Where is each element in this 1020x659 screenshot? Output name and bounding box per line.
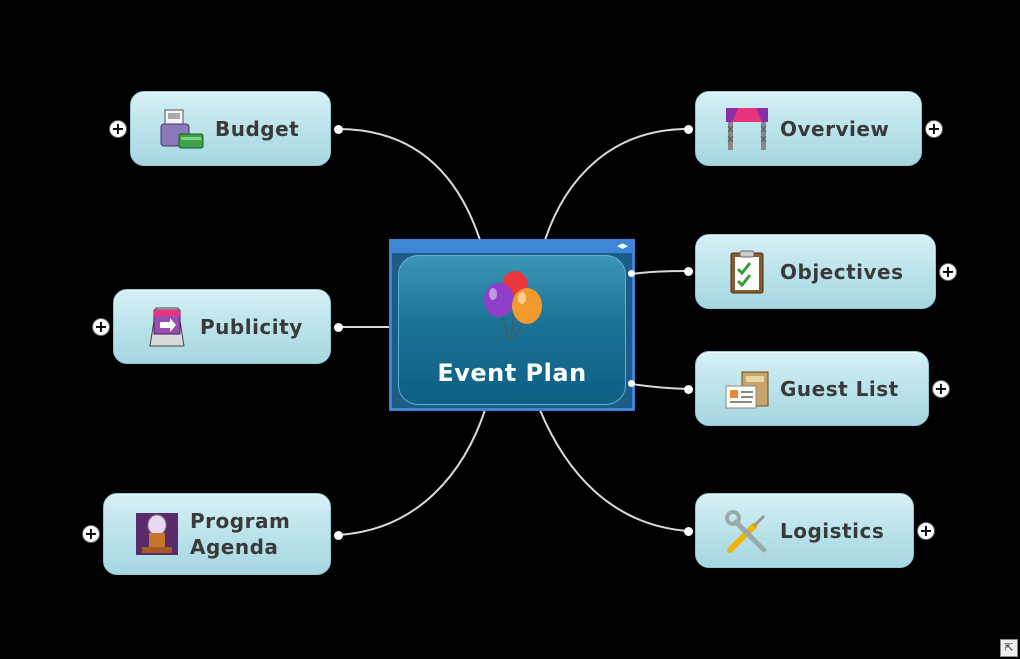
connector-dot	[684, 527, 693, 536]
stage-icon	[724, 106, 770, 152]
resize-corner-button[interactable]: ⇱	[1000, 639, 1018, 657]
cash-register-icon	[159, 106, 205, 152]
topic-label: Objectives	[780, 259, 904, 284]
link-budget	[337, 128, 481, 241]
central-topic-selection-frame[interactable]: ◂▸ Event Plan	[389, 239, 635, 411]
central-topic-label: Event Plan	[437, 359, 587, 387]
connector-dot	[334, 323, 343, 332]
connector-dot	[334, 125, 343, 134]
expand-objectives-button[interactable]: +	[939, 263, 957, 281]
topic-program-agenda[interactable]: Program Agenda	[103, 493, 331, 575]
wrench-screwdriver-icon	[724, 508, 770, 554]
topic-label-line1: Program	[190, 509, 291, 533]
link-objectives	[631, 270, 689, 275]
address-card-icon	[724, 366, 770, 412]
podium-icon	[134, 511, 180, 557]
expand-publicity-button[interactable]: +	[92, 318, 110, 336]
connector-dot	[628, 380, 635, 387]
expand-logistics-button[interactable]: +	[917, 522, 935, 540]
connector-dot	[684, 267, 693, 276]
topic-logistics[interactable]: Logistics	[695, 493, 914, 568]
central-topic[interactable]: Event Plan	[398, 255, 626, 405]
link-guest-list	[631, 383, 689, 390]
link-logistics	[539, 409, 689, 532]
topic-publicity[interactable]: Publicity	[113, 289, 331, 364]
balloons-icon	[479, 270, 549, 346]
connector-dot	[334, 531, 343, 540]
topic-budget[interactable]: Budget	[130, 91, 331, 166]
topic-label: Guest List	[780, 376, 899, 401]
topic-label-line2: Agenda	[190, 535, 279, 559]
connector-dot	[684, 385, 693, 394]
collapse-arrows-icon[interactable]: ◂▸	[616, 239, 628, 252]
expand-budget-button[interactable]: +	[109, 120, 127, 138]
topic-label: Budget	[215, 116, 300, 141]
topic-label: Publicity	[200, 314, 303, 339]
topic-label: Logistics	[780, 518, 885, 543]
topic-objectives[interactable]: Objectives	[695, 234, 936, 309]
link-overview	[544, 128, 689, 241]
connector-dot	[628, 270, 635, 277]
expand-overview-button[interactable]: +	[925, 120, 943, 138]
connector-dot	[684, 125, 693, 134]
expand-program-agenda-button[interactable]: +	[82, 525, 100, 543]
topic-guest-list[interactable]: Guest List	[695, 351, 929, 426]
clipboard-checklist-icon	[724, 249, 770, 295]
signboard-icon	[144, 304, 190, 350]
selection-bar: ◂▸	[392, 239, 632, 253]
topic-label: Overview	[780, 116, 890, 141]
expand-guest-list-button[interactable]: +	[932, 380, 950, 398]
topic-overview[interactable]: Overview	[695, 91, 922, 166]
link-program-agenda	[337, 409, 486, 536]
